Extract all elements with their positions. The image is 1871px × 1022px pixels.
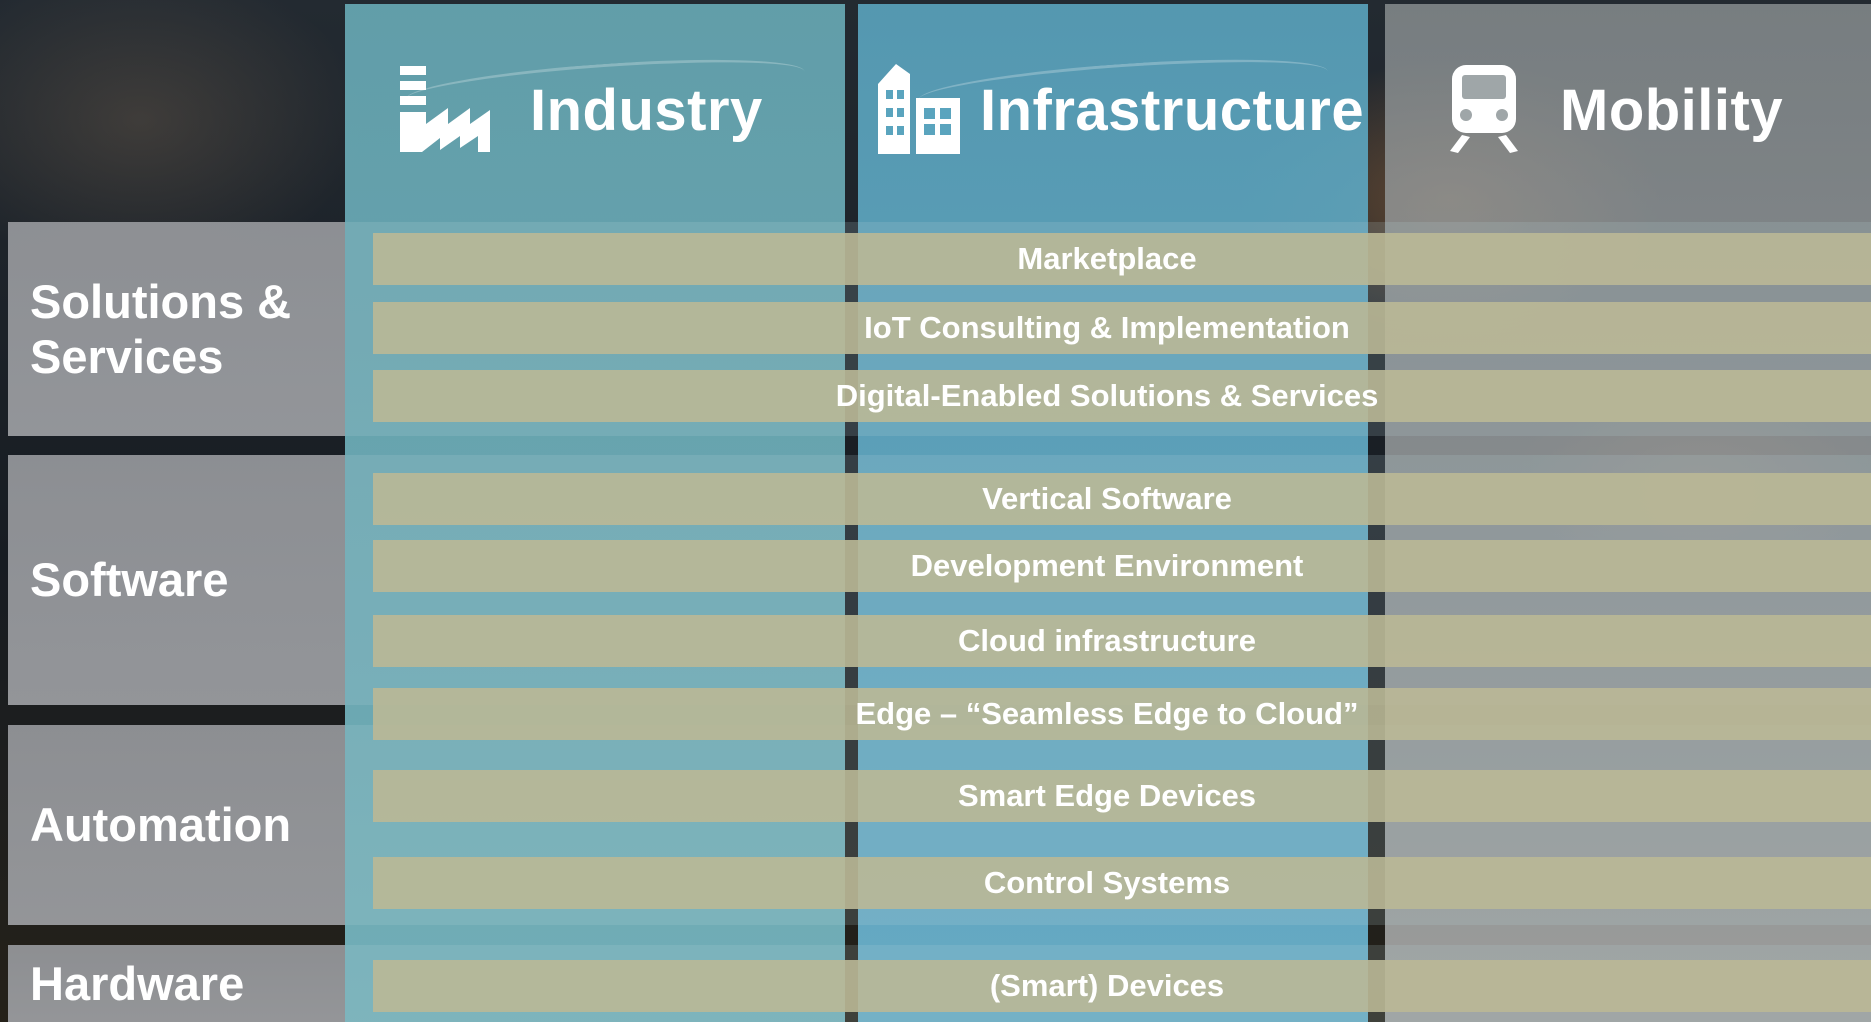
bar-smart-devices: (Smart) Devices <box>373 960 1871 1012</box>
bar-label: Edge – “Seamless Edge to Cloud” <box>855 696 1359 731</box>
bar-control-systems: Control Systems <box>373 857 1871 909</box>
bar-marketplace: Marketplace <box>373 233 1871 285</box>
row-label-line: Automation <box>30 798 292 852</box>
bar-label: Development Environment <box>910 548 1304 583</box>
bar-label: Control Systems <box>983 865 1231 900</box>
bar-digital-enabled-solutions: Digital-Enabled Solutions & Services <box>373 370 1871 422</box>
row-label-solutions-services: Solutions & Services <box>8 222 345 436</box>
buildings-icon <box>874 63 960 159</box>
bar-label: Marketplace <box>1017 241 1197 276</box>
header-title: Mobility <box>1560 78 1784 143</box>
row-label-hardware: Hardware <box>8 945 345 1022</box>
bar-label: IoT Consulting & Implementation <box>864 310 1350 345</box>
header-mobility: Mobility <box>1448 0 1868 222</box>
bar-cloud-infrastructure: Cloud infrastructure <box>373 615 1871 667</box>
bar-label: Vertical Software <box>982 481 1232 516</box>
train-icon <box>1448 64 1520 158</box>
header-industry: Industry <box>400 0 830 222</box>
factory-icon <box>400 65 490 157</box>
bar-label: Smart Edge Devices <box>957 778 1257 813</box>
bar-label: Cloud infrastructure <box>958 623 1256 658</box>
bar-label: (Smart) Devices <box>989 968 1225 1003</box>
bar-vertical-software: Vertical Software <box>373 473 1871 525</box>
row-label-line: Services <box>30 330 224 383</box>
row-label-software: Software <box>8 455 345 705</box>
bar-development-environment: Development Environment <box>373 540 1871 592</box>
row-label-line: Solutions & <box>30 274 292 328</box>
row-label-automation: Automation <box>8 725 345 925</box>
bar-edge-seamless: Edge – “Seamless Edge to Cloud” <box>373 688 1871 740</box>
header-title: Industry <box>530 78 763 143</box>
bar-smart-edge-devices: Smart Edge Devices <box>373 770 1871 822</box>
header-infrastructure: Infrastructure <box>874 0 1374 222</box>
bar-iot-consulting: IoT Consulting & Implementation <box>373 302 1871 354</box>
row-label-line: Software <box>30 553 229 607</box>
row-label-line: Hardware <box>30 956 245 1010</box>
header-title: Infrastructure <box>980 78 1365 143</box>
bar-label: Digital-Enabled Solutions & Services <box>835 378 1379 413</box>
